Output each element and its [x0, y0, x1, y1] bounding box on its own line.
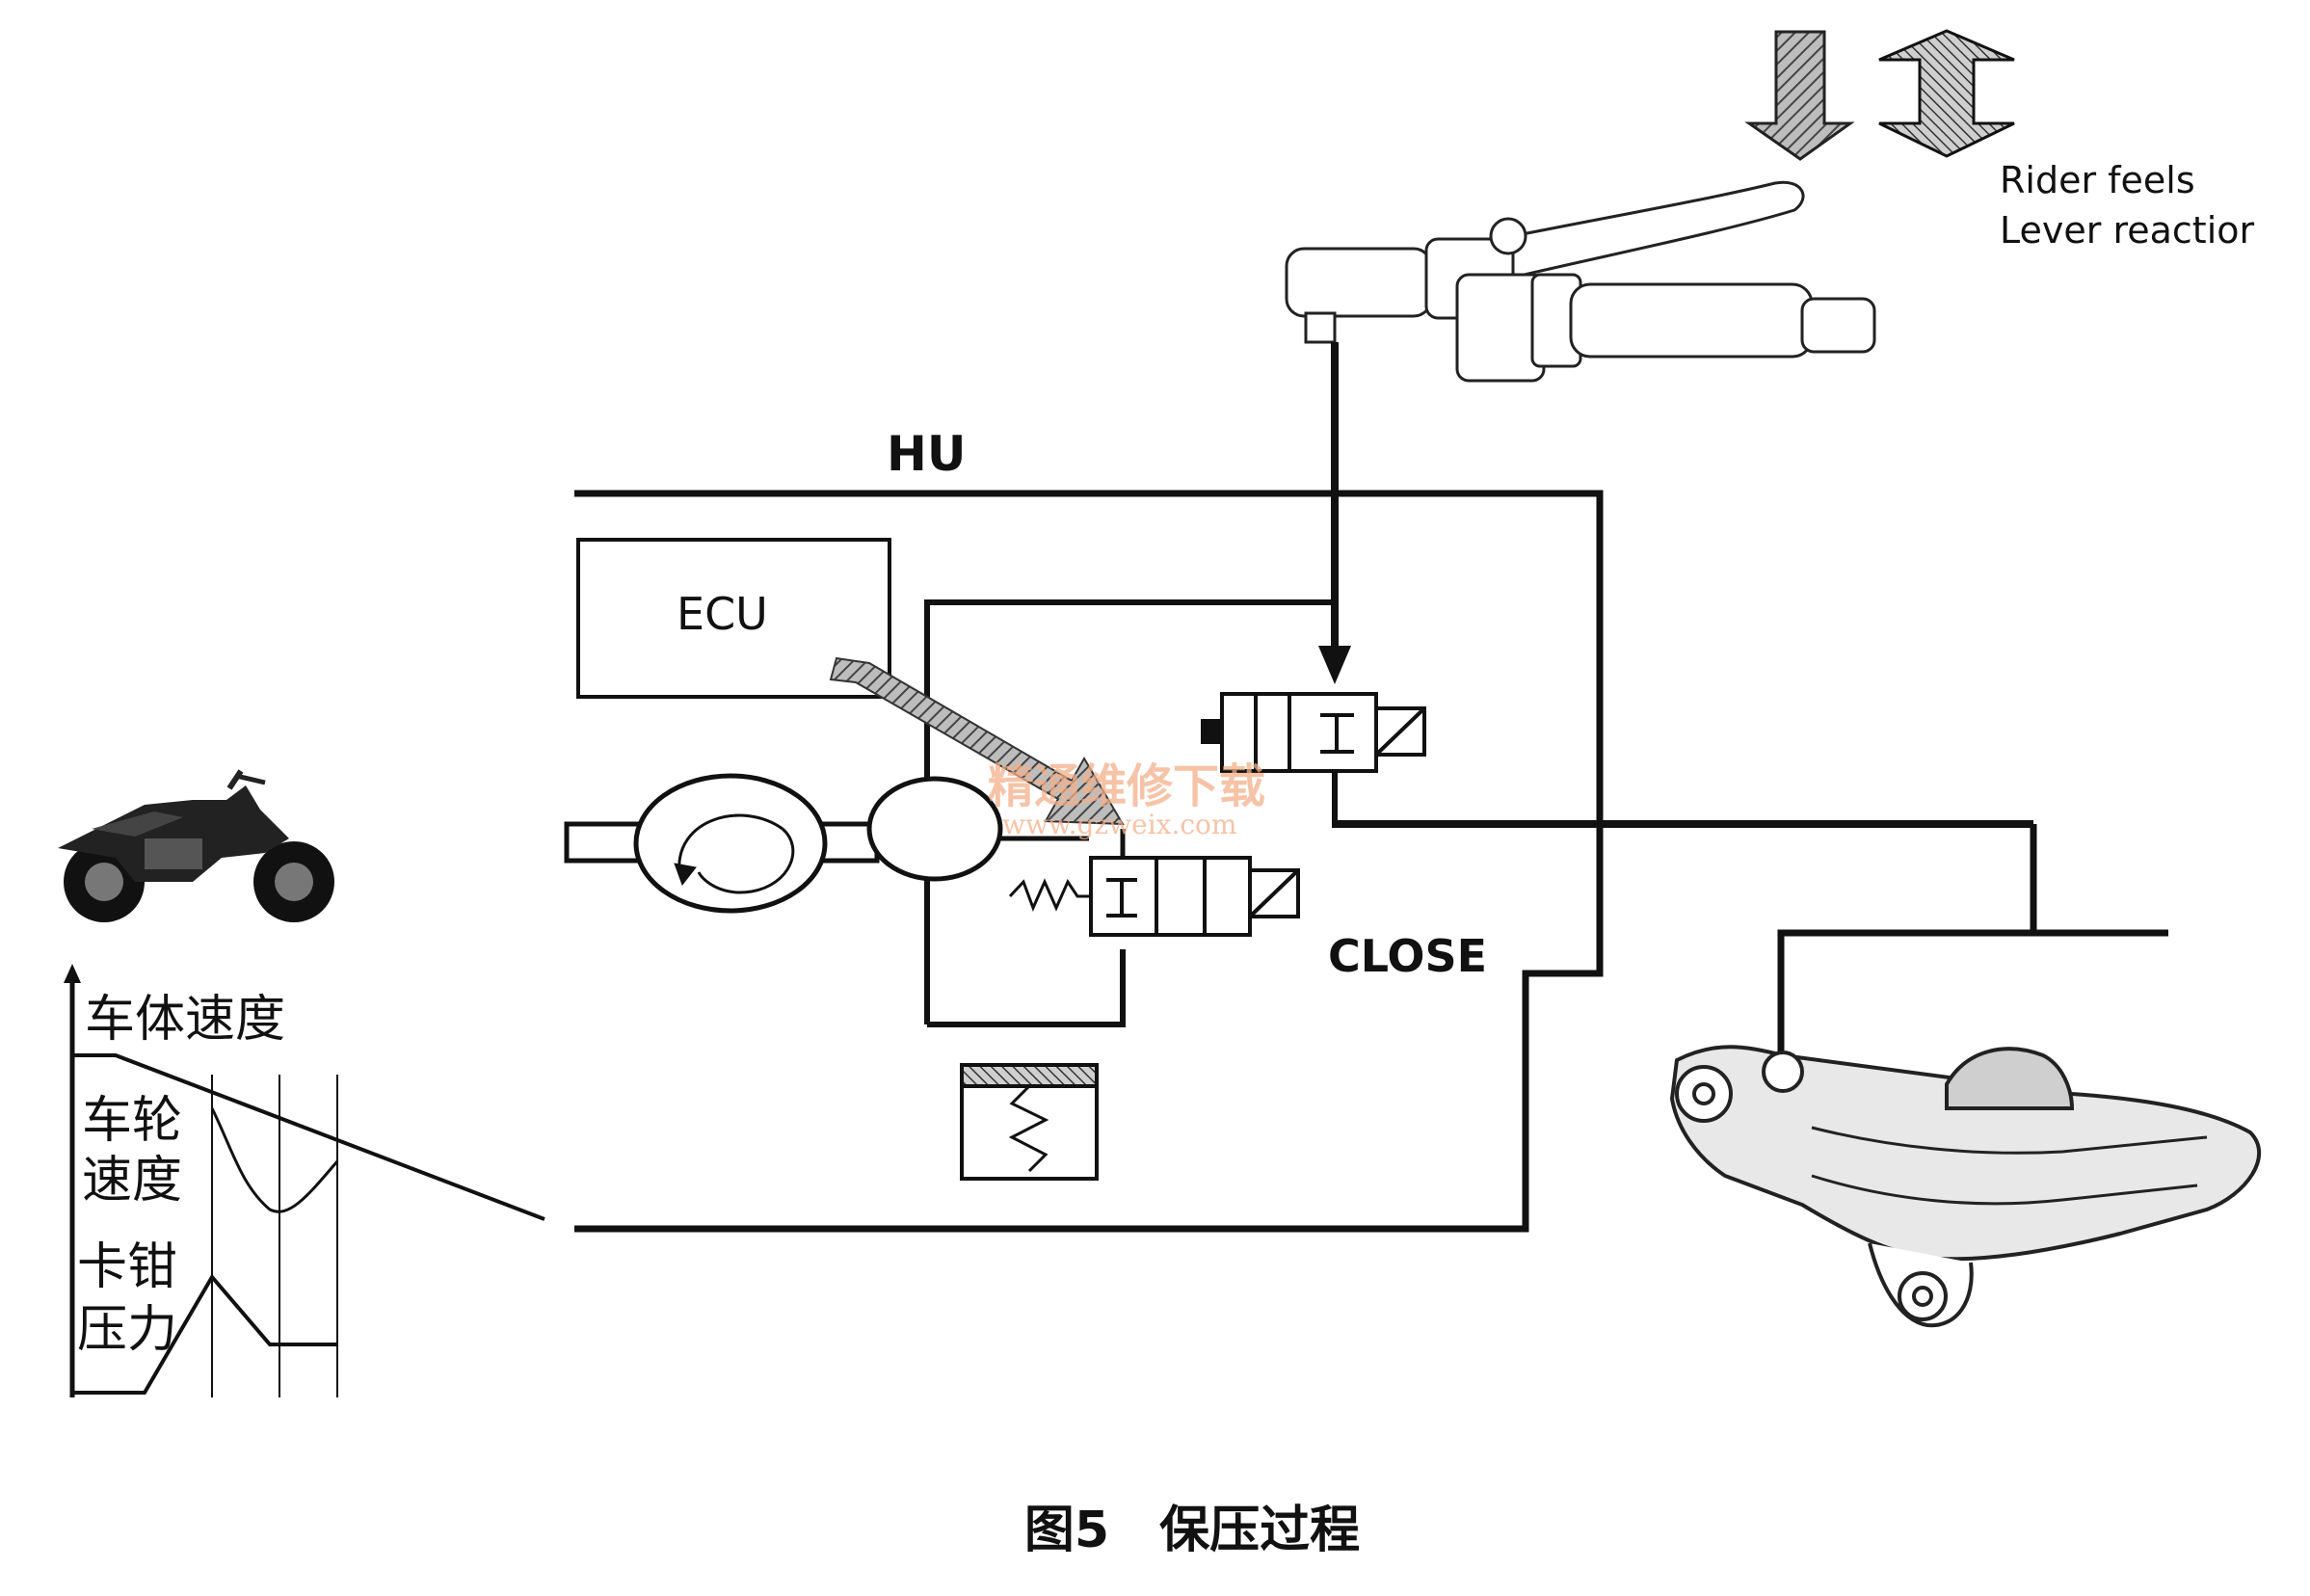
watermark-cn: 精通维修下载 — [988, 759, 1265, 813]
wheel-speed-label-line2: 速度 — [82, 1152, 182, 1210]
pump-motor-icon — [564, 773, 1003, 914]
inlet-solenoid-valve-icon — [1201, 692, 1426, 773]
down-arrow-icon — [1744, 30, 1855, 161]
ecu-label: ECU — [677, 588, 768, 640]
ecu-signal-arrow-icon — [829, 656, 1125, 826]
brake-lever-icon — [1285, 180, 1876, 383]
watermark-url: www.gzweix.com — [1002, 809, 1236, 840]
caliper-pressure-label-line2: 压力 — [77, 1301, 177, 1359]
lever-reaction-label: Lever reactior — [2000, 209, 2255, 252]
up-down-arrow-icon — [1878, 29, 2015, 158]
close-label: CLOSE — [1328, 930, 1487, 982]
flow-arrow-icon — [1318, 646, 1351, 684]
accumulator-icon — [960, 1063, 1099, 1181]
speed-pressure-chart — [64, 964, 545, 1397]
hu-label: HU — [887, 426, 966, 482]
rider-feels-label: Rider feels — [2000, 159, 2195, 201]
motorcycle-icon — [58, 769, 334, 922]
figure-caption: 图5 保压过程 — [1024, 1502, 1360, 1559]
outlet-solenoid-valve-icon — [1008, 856, 1300, 937]
caliper-pressure-label-line1: 卡钳 — [77, 1238, 177, 1296]
hydraulic-lines — [574, 342, 2168, 1233]
body-speed-label: 车体速度 — [85, 991, 285, 1049]
wheel-speed-label-line1: 车轮 — [82, 1092, 182, 1150]
brake-caliper-icon — [1669, 1045, 2262, 1328]
